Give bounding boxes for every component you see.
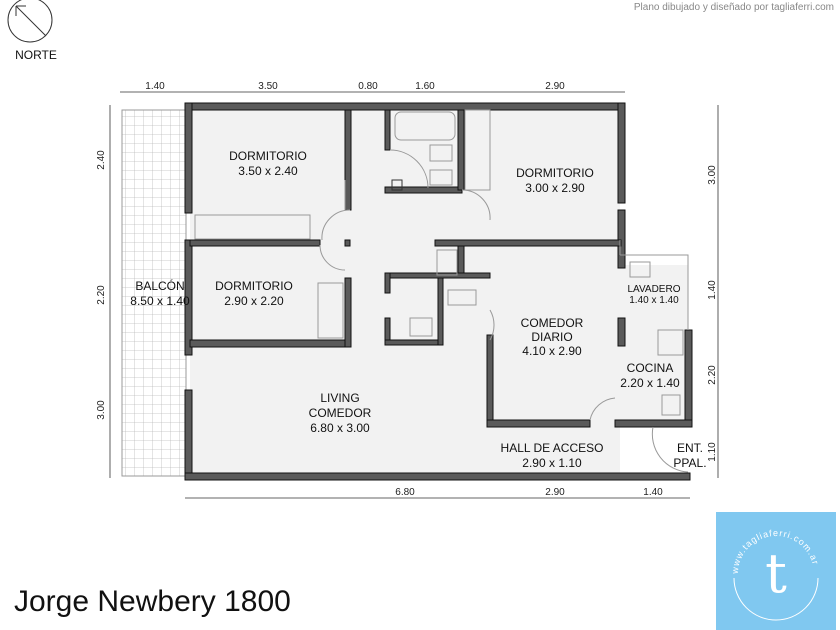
credit-text: Plano dibujado y diseñado por tagliaferr… — [633, 2, 834, 13]
brand-logo[interactable]: www.tagliaferri.com.ar t — [716, 512, 836, 630]
svg-text:2.20 x 1.40: 2.20 x 1.40 — [620, 376, 680, 390]
svg-text:4.10 x 2.90: 4.10 x 2.90 — [522, 344, 582, 358]
svg-text:2.40: 2.40 — [96, 150, 107, 170]
svg-text:2.90: 2.90 — [545, 487, 565, 498]
svg-text:1.40 x 1.40: 1.40 x 1.40 — [629, 295, 679, 306]
svg-text:COCINA: COCINA — [627, 361, 674, 375]
svg-text:DORMITORIO: DORMITORIO — [215, 279, 293, 293]
svg-text:2.90 x 2.20: 2.90 x 2.20 — [224, 294, 284, 308]
svg-text:LAVADERO: LAVADERO — [628, 284, 681, 295]
svg-text:2.20: 2.20 — [96, 285, 107, 305]
svg-text:BALCÓN: BALCÓN — [135, 278, 184, 293]
floor-area — [190, 108, 620, 476]
svg-text:COMEDOR: COMEDOR — [309, 406, 372, 420]
fixtures — [194, 109, 689, 473]
svg-text:3.00: 3.00 — [96, 400, 107, 420]
room-comedor-diario: COMEDOR DIARIO 4.10 x 2.90 — [521, 316, 584, 358]
balcony-tiles — [121, 109, 187, 477]
north-label: NORTE — [15, 48, 57, 62]
room-hall-de-acceso: HALL DE ACCESO 2.90 x 1.10 — [501, 441, 604, 470]
svg-text:DORMITORIO: DORMITORIO — [516, 166, 594, 180]
svg-text:3.00 x 2.90: 3.00 x 2.90 — [525, 181, 585, 195]
svg-text:3.50: 3.50 — [258, 81, 278, 92]
svg-text:ENT.: ENT. — [677, 441, 703, 455]
svg-text:LIVING: LIVING — [320, 391, 359, 405]
svg-text:2.90: 2.90 — [545, 81, 565, 92]
room-cocina: COCINA 2.20 x 1.40 — [620, 361, 680, 390]
svg-text:2.20: 2.20 — [707, 365, 718, 385]
logo-letter: t — [765, 542, 787, 605]
svg-text:2.90 x 1.10: 2.90 x 1.10 — [522, 456, 582, 470]
svg-text:DIARIO: DIARIO — [531, 330, 572, 344]
svg-text:6.80 x 3.00: 6.80 x 3.00 — [310, 421, 370, 435]
property-title: Jorge Newbery 1800 — [14, 585, 291, 618]
svg-text:6.80: 6.80 — [395, 487, 415, 498]
svg-text:1.40: 1.40 — [145, 81, 165, 92]
svg-text:PPAL.: PPAL. — [673, 456, 706, 470]
room-balcon: BALCÓN 8.50 x 1.40 — [130, 278, 190, 308]
dimension-lines: 1.40 3.50 0.80 1.60 2.90 6.80 2.90 1.40 … — [96, 81, 719, 499]
svg-text:1.60: 1.60 — [415, 81, 435, 92]
room-living-comedor: LIVING COMEDOR 6.80 x 3.00 — [309, 391, 372, 435]
north-arrow-icon — [7, 0, 53, 43]
svg-text:DORMITORIO: DORMITORIO — [229, 149, 307, 163]
svg-text:HALL DE ACCESO: HALL DE ACCESO — [501, 441, 604, 455]
room-lavadero: LAVADERO 1.40 x 1.40 — [628, 284, 681, 306]
room-dormitorio-3: DORMITORIO 2.90 x 2.20 — [215, 279, 293, 308]
room-dormitorio-2: DORMITORIO 3.00 x 2.90 — [516, 166, 594, 195]
svg-text:1.40: 1.40 — [707, 280, 718, 300]
svg-text:1.40: 1.40 — [643, 487, 663, 498]
svg-text:1.10: 1.10 — [707, 442, 718, 462]
svg-text:8.50 x 1.40: 8.50 x 1.40 — [130, 294, 190, 308]
svg-text:3.50 x 2.40: 3.50 x 2.40 — [238, 164, 298, 178]
svg-text:COMEDOR: COMEDOR — [521, 316, 584, 330]
room-dormitorio-1: DORMITORIO 3.50 x 2.40 — [229, 149, 307, 178]
svg-text:3.00: 3.00 — [707, 165, 718, 185]
room-entrada-principal: ENT. PPAL. — [673, 441, 706, 470]
svg-text:0.80: 0.80 — [358, 81, 378, 92]
